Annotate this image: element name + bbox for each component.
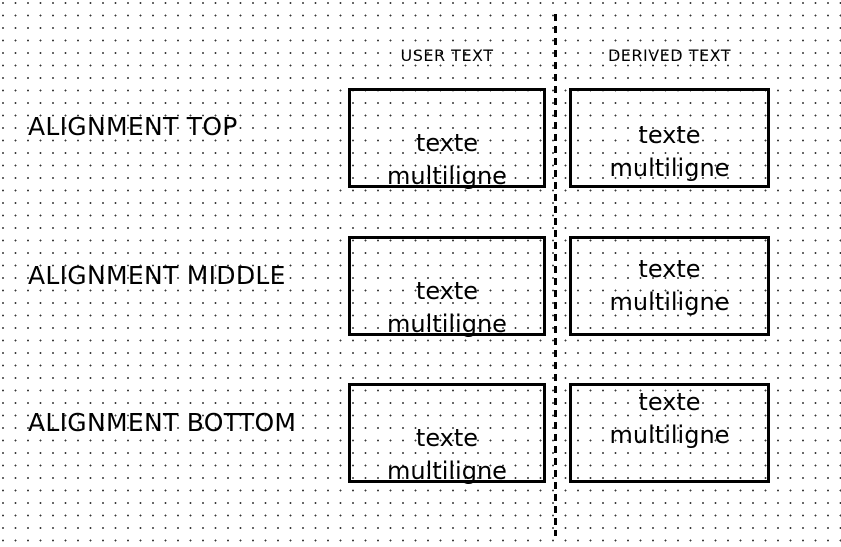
text-box-derived-middle[interactable]: texte multiligne <box>569 236 770 336</box>
row-label-alignment-middle: ALIGNMENT MIDDLE <box>28 261 286 290</box>
text-box-content: texte multiligne <box>609 121 730 182</box>
row-label-alignment-top: ALIGNMENT TOP <box>28 112 238 141</box>
text-box-content: texte multiligne <box>387 424 507 485</box>
text-box-derived-top[interactable]: texte multiligne <box>569 88 770 188</box>
text-box-user-bottom[interactable]: texte multiligne <box>348 383 546 485</box>
row-label-alignment-bottom: ALIGNMENT BOTTOM <box>28 408 297 437</box>
vertical-dashed-separator <box>554 14 557 536</box>
text-box-user-top[interactable]: texte multiligne <box>348 88 546 190</box>
text-box-user-middle[interactable]: texte multiligne <box>348 236 546 338</box>
column-header-user-text: USER TEXT <box>400 46 494 65</box>
text-box-content: texte multiligne <box>609 255 730 316</box>
text-box-content: texte multiligne <box>387 277 507 338</box>
text-box-content: texte multiligne <box>609 388 730 449</box>
text-box-content: texte multiligne <box>387 129 507 190</box>
text-box-derived-bottom[interactable]: texte multiligne <box>569 383 770 483</box>
column-header-derived-text: DERIVED TEXT <box>607 46 732 65</box>
